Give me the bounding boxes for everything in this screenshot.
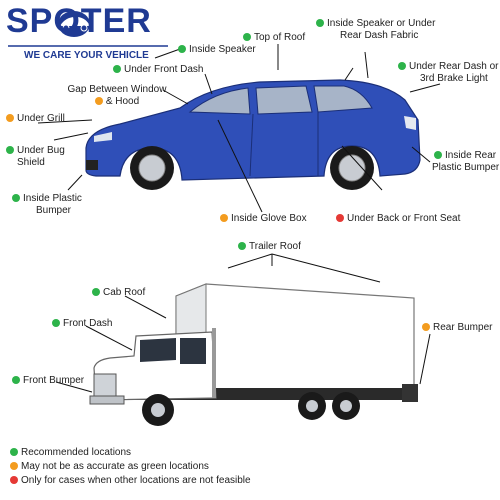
less-accurate-dot bbox=[422, 323, 430, 331]
recommended-dot bbox=[238, 242, 246, 250]
logo-car-icon bbox=[58, 11, 90, 37]
label-under-rear-dash: Under Rear Dash or 3rd Brake Light bbox=[398, 61, 498, 85]
less-accurate-dot bbox=[220, 214, 228, 222]
label-top-of-roof: Top of Roof bbox=[243, 32, 305, 44]
truck-leader-lines bbox=[55, 253, 431, 393]
less-accurate-dot bbox=[6, 114, 14, 122]
not-feasible-dot bbox=[10, 476, 18, 484]
label-cab-roof: Cab Roof bbox=[92, 287, 145, 299]
logo-brand: SPOTER bbox=[6, 2, 152, 40]
recommended-dot bbox=[6, 146, 14, 154]
car-illustration bbox=[85, 79, 421, 190]
less-accurate-dot bbox=[10, 462, 18, 470]
logo-tagline: WE CARE YOUR VEHICLE bbox=[24, 50, 149, 61]
recommended-dot bbox=[243, 33, 251, 41]
label-inside-plastic-bumper: Inside Plastic Bumper bbox=[12, 193, 82, 217]
recommended-dot bbox=[113, 65, 121, 73]
less-accurate-dot bbox=[94, 97, 103, 105]
label-under-grill: Under Grill bbox=[6, 113, 65, 125]
recommended-dot bbox=[92, 288, 100, 296]
recommended-dot bbox=[178, 45, 186, 53]
recommended-dot bbox=[12, 194, 20, 202]
recommended-dot bbox=[52, 319, 60, 327]
truck-illustration bbox=[89, 283, 418, 426]
label-gap-window-hood: Gap Between Window & Hood bbox=[67, 84, 167, 107]
legend-item-less-accurate: May not be as accurate as green location… bbox=[10, 460, 251, 474]
recommended-dot bbox=[398, 62, 406, 70]
not-feasible-dot bbox=[336, 214, 344, 222]
recommended-dot bbox=[12, 376, 20, 384]
label-under-seat: Under Back or Front Seat bbox=[336, 213, 460, 225]
legend-item-not-feasible: Only for cases when other locations are … bbox=[10, 474, 251, 488]
label-rear-bumper: Rear Bumper bbox=[422, 322, 492, 334]
car-leader-lines bbox=[37, 44, 441, 213]
label-inside-speaker: Inside Speaker bbox=[178, 44, 256, 56]
recommended-dot bbox=[316, 19, 324, 27]
recommended-dot bbox=[10, 448, 18, 456]
label-trailer-roof: Trailer Roof bbox=[238, 241, 301, 253]
label-inside-rear-bumper: Inside Rear Plastic Bumper bbox=[432, 150, 500, 173]
recommended-dot bbox=[434, 151, 442, 159]
label-under-front-dash: Under Front Dash bbox=[113, 64, 203, 76]
label-under-bug-shield: Under Bug Shield bbox=[6, 145, 65, 169]
label-front-dash: Front Dash bbox=[52, 318, 112, 330]
label-front-bumper: Front Bumper bbox=[12, 375, 84, 387]
label-inside-speaker-rear-dash: Inside Speaker or Under Rear Dash Fabric bbox=[316, 18, 435, 42]
legend: Recommended locations May not be as accu… bbox=[10, 446, 251, 488]
label-inside-glove-box: Inside Glove Box bbox=[220, 213, 307, 225]
legend-item-recommended: Recommended locations bbox=[10, 446, 251, 460]
